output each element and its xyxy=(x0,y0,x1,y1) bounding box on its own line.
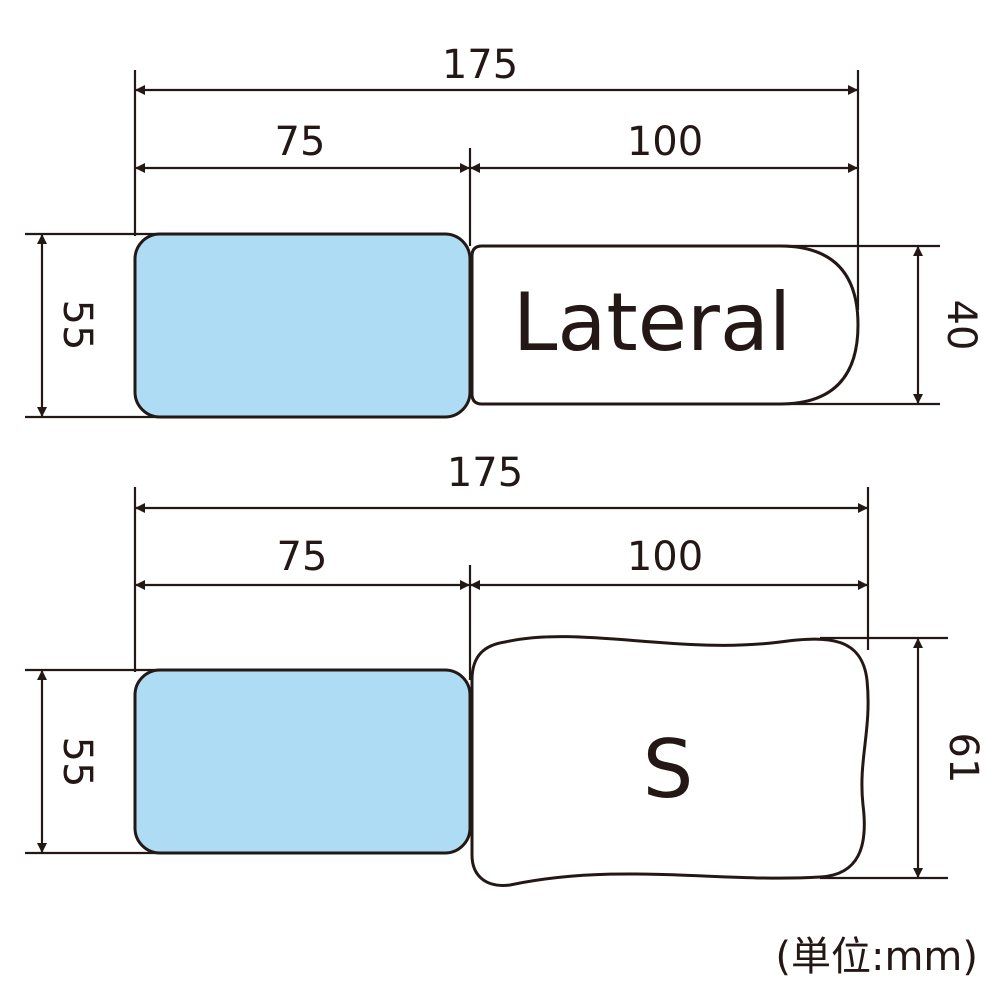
blue-section xyxy=(133,232,472,419)
s-label: S xyxy=(643,723,694,816)
unit-note: (単位:mm) xyxy=(775,934,978,980)
lateral-section xyxy=(470,244,860,406)
left-width-label: 75 xyxy=(277,534,328,580)
blue-section xyxy=(133,668,472,855)
left-height-label: 55 xyxy=(54,737,100,788)
left-width-label: 75 xyxy=(275,119,326,165)
s-diagram: 175 75 100 55 61 S xyxy=(25,450,986,887)
total-width-label: 175 xyxy=(442,42,518,88)
lateral-diagram: 175 75 100 55 40 Lateral xyxy=(25,42,984,419)
left-height-label: 55 xyxy=(54,300,100,351)
right-width-label: 100 xyxy=(627,534,703,580)
lateral-label: Lateral xyxy=(513,276,791,369)
right-width-label: 100 xyxy=(627,119,703,165)
right-height-label: 40 xyxy=(938,300,984,351)
right-height-label: 61 xyxy=(940,733,986,784)
s-section xyxy=(470,635,870,887)
total-width-label: 175 xyxy=(447,450,523,496)
